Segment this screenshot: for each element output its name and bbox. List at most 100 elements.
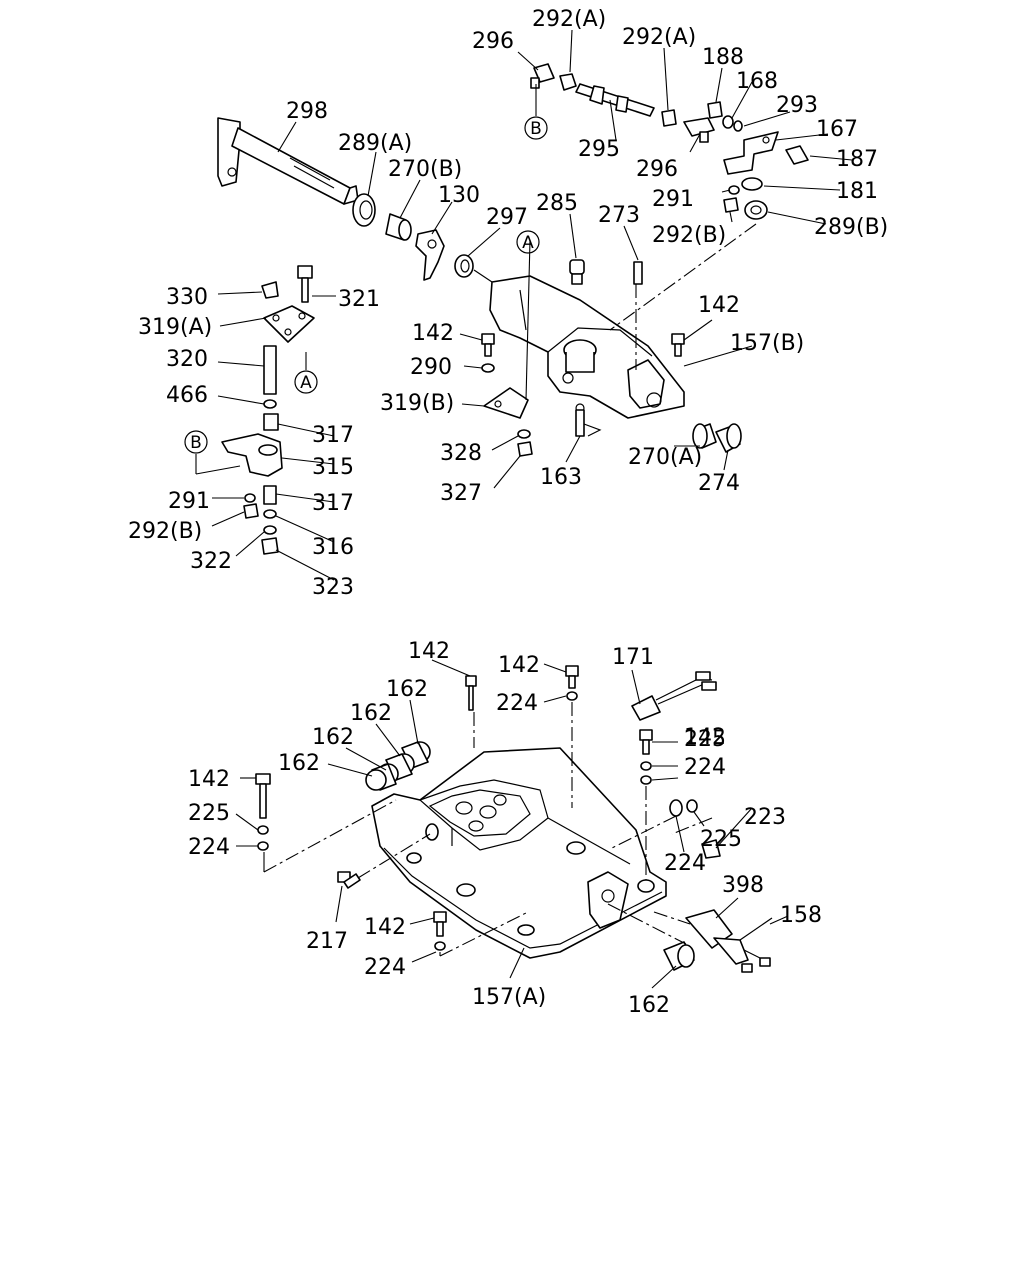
callout-171: 171	[612, 645, 654, 670]
callout-168: 168	[736, 69, 778, 94]
callout-274: 274	[698, 471, 740, 496]
part-225-washer-right	[686, 799, 698, 813]
part-130-lever	[415, 229, 445, 281]
part-162-plug-single	[663, 941, 695, 971]
callout-162-a: 162	[386, 677, 428, 702]
callout-224-e: 224	[364, 955, 406, 980]
part-142-bolt-c	[465, 675, 477, 711]
callout-labels: 292(A) 296 292(A) 188 168 293 298 167 28…	[128, 7, 888, 1018]
callout-292b-bot: 292(B)	[128, 519, 202, 544]
part-142-bolt-d	[565, 665, 579, 701]
callout-223: 223	[744, 805, 786, 830]
callout-162-c: 162	[312, 725, 354, 750]
callout-162-e: 162	[628, 993, 670, 1018]
callout-290: 290	[410, 355, 452, 380]
upper-leader-lines	[195, 29, 853, 581]
callout-320: 320	[166, 347, 208, 372]
callout-298: 298	[286, 99, 328, 124]
callout-162-d: 162	[278, 751, 320, 776]
part-319a-plate	[263, 305, 315, 343]
callout-317-a: 317	[312, 423, 354, 448]
part-292a-nut-right	[661, 109, 677, 127]
callout-142-a: 142	[412, 321, 454, 346]
part-292b-nut-bot	[243, 503, 259, 519]
callout-167: 167	[816, 117, 858, 142]
part-285-plug	[569, 259, 585, 285]
callout-158: 158	[780, 903, 822, 928]
part-142-bolt-a	[481, 333, 495, 357]
callout-466: 466	[166, 383, 208, 408]
callout-157a: 157(A)	[472, 985, 546, 1010]
part-273-pin	[633, 261, 643, 285]
callout-293: 293	[776, 93, 818, 118]
ref-b-left: B	[184, 430, 208, 454]
part-328-washer	[517, 429, 531, 439]
callout-292b-top: 292(B)	[652, 223, 726, 248]
callout-296-mid: 296	[636, 157, 678, 182]
callout-296-top: 296	[472, 29, 514, 54]
callout-225-b: 225	[188, 801, 230, 826]
callout-321: 321	[338, 287, 380, 312]
part-168-washer	[722, 115, 734, 129]
callout-291-top: 291	[652, 187, 694, 212]
ref-b-top: B	[524, 116, 548, 140]
part-293-washer	[733, 120, 743, 132]
part-270b-bushing	[385, 213, 412, 241]
part-157a-cover	[371, 747, 667, 959]
part-291-washer-top	[728, 185, 740, 195]
callout-322: 322	[190, 549, 232, 574]
part-321-bolt	[297, 265, 313, 303]
callout-327: 327	[440, 481, 482, 506]
callout-328: 328	[440, 441, 482, 466]
svg-text:A: A	[522, 233, 534, 253]
part-158-harness	[739, 917, 773, 973]
part-142-bolt-e	[639, 729, 653, 785]
callout-291-bot: 291	[168, 489, 210, 514]
callout-292a-top: 292(A)	[532, 7, 606, 32]
callout-398: 398	[722, 873, 764, 898]
callout-225-a: 225	[684, 727, 726, 752]
part-295-rod	[575, 83, 655, 117]
callout-130: 130	[438, 183, 480, 208]
callout-188: 188	[702, 45, 744, 70]
part-327-nut	[517, 441, 533, 457]
part-315-bracket	[221, 433, 283, 477]
callout-142-c: 142	[408, 639, 450, 664]
callout-317-b: 317	[312, 491, 354, 516]
part-289a-bearing	[352, 193, 376, 227]
svg-text:A: A	[300, 373, 312, 393]
callout-224-a: 224	[496, 691, 538, 716]
callout-224-b: 224	[684, 755, 726, 780]
part-289b-bearing	[744, 200, 768, 220]
callout-142-b: 142	[698, 293, 740, 318]
part-316-washer	[263, 509, 277, 519]
callout-330: 330	[166, 285, 208, 310]
part-187-bolt	[785, 145, 809, 165]
part-142-bolt-f	[255, 773, 271, 851]
callout-292a-right: 292(A)	[622, 25, 696, 50]
callout-142-f: 142	[188, 767, 230, 792]
callout-270a: 270(A)	[628, 445, 702, 470]
part-330-fitting	[261, 281, 279, 299]
part-298-shaft	[217, 117, 359, 205]
callout-225-c: 225	[700, 827, 742, 852]
callout-181: 181	[836, 179, 878, 204]
part-223-plug	[701, 839, 721, 859]
part-181-clip	[741, 177, 763, 191]
callout-270b: 270(B)	[388, 157, 462, 182]
svg-text:B: B	[190, 433, 202, 453]
callout-315: 315	[312, 455, 354, 480]
part-466-washer	[263, 399, 277, 409]
callout-273: 273	[598, 203, 640, 228]
callout-163: 163	[540, 465, 582, 490]
part-296-joint-mid	[683, 117, 715, 143]
part-224-washer-right	[669, 799, 683, 817]
callout-289a: 289(A)	[338, 131, 412, 156]
lower-leader-lines	[235, 659, 789, 989]
callout-162-b: 162	[350, 701, 392, 726]
part-274-cap	[715, 423, 742, 453]
callout-289b: 289(B)	[814, 215, 888, 240]
svg-text:B: B	[530, 119, 542, 139]
callout-142-d: 142	[498, 653, 540, 678]
